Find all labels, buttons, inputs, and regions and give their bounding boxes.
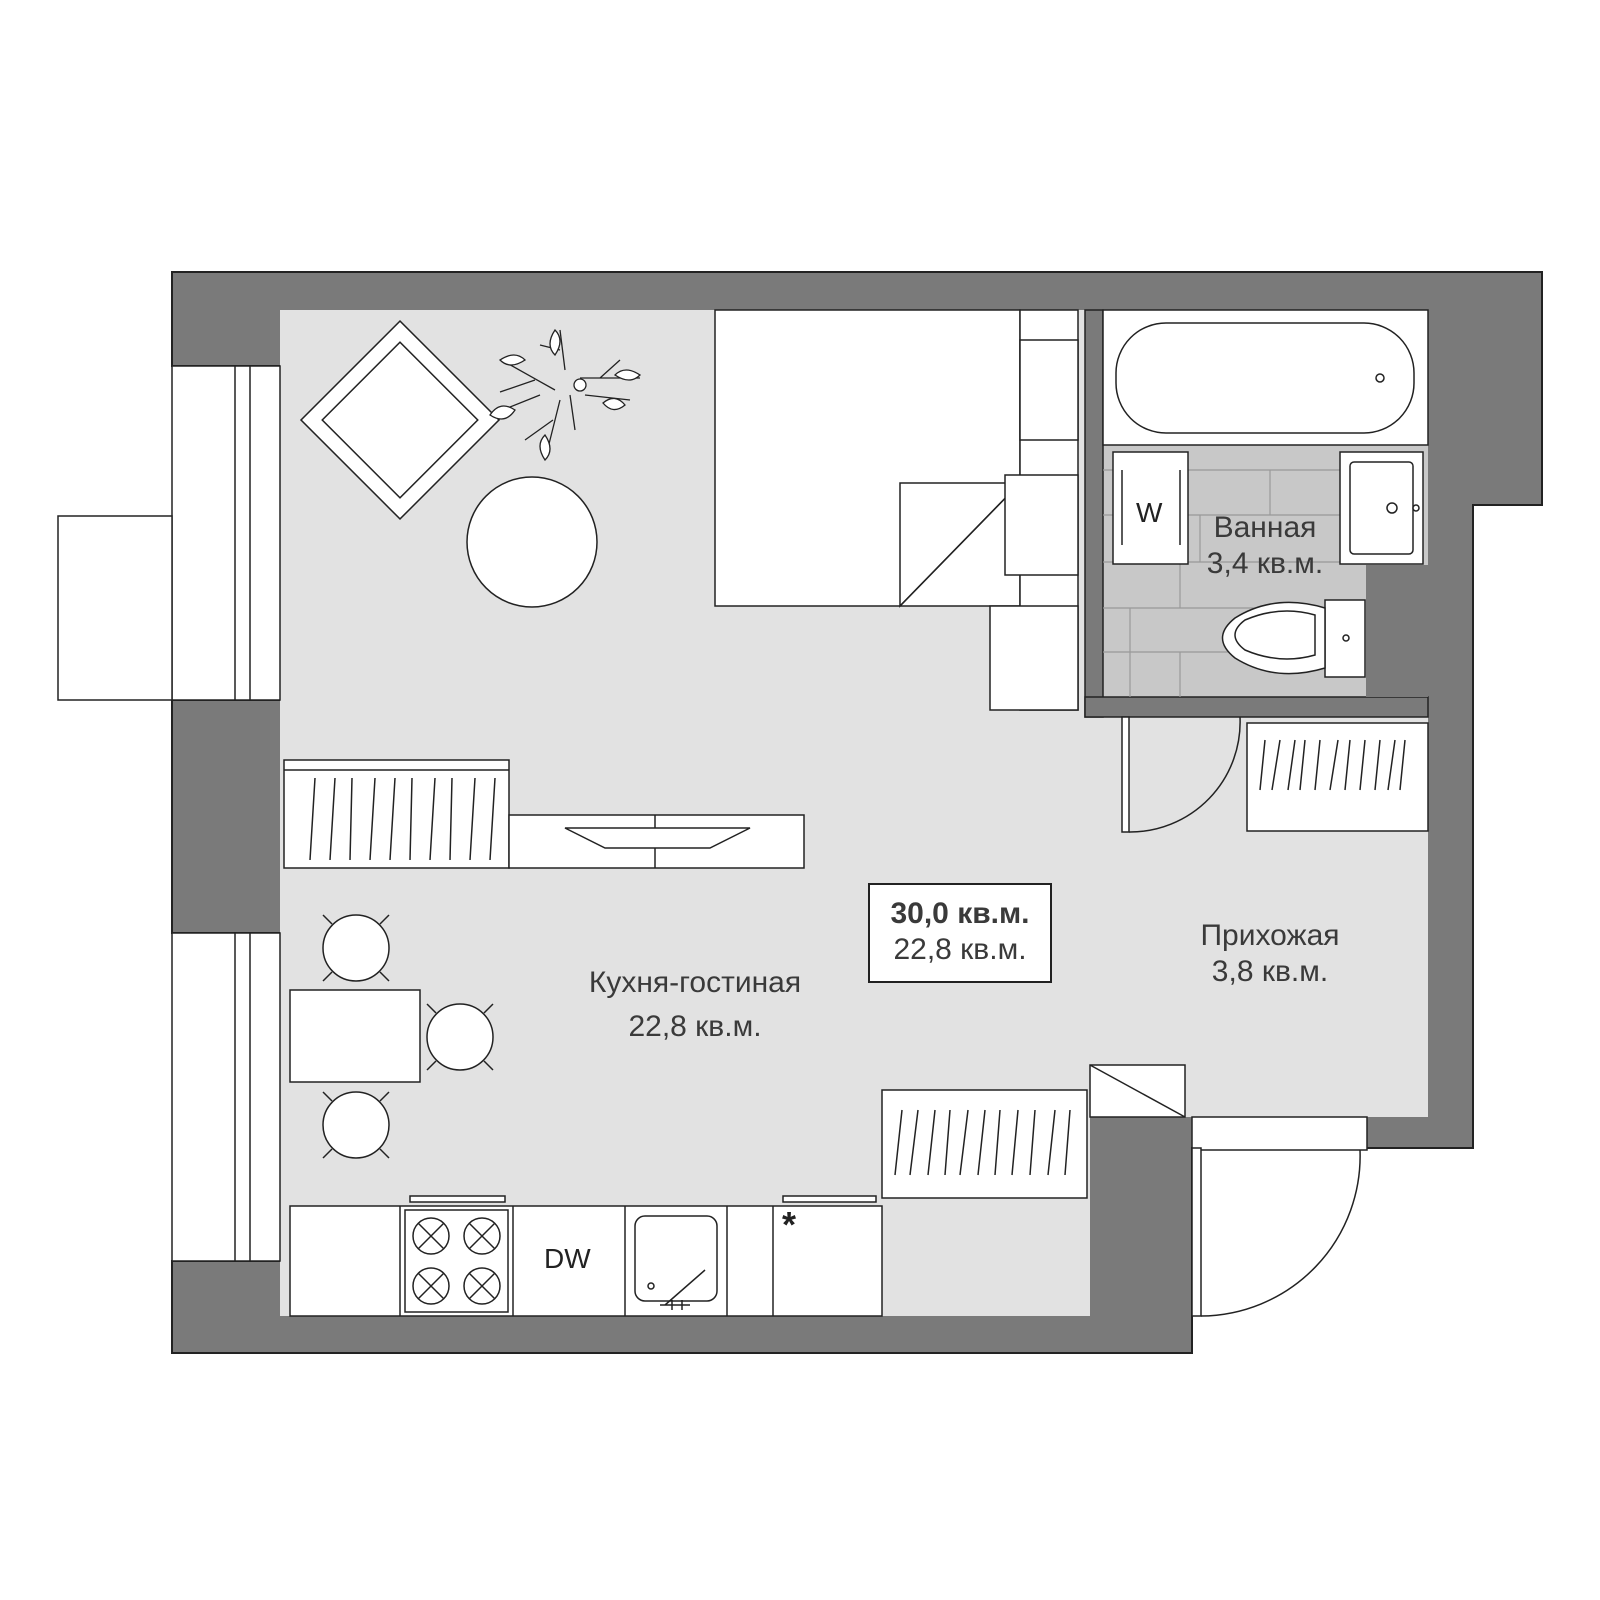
total-area-box: 30,0 кв.м. 22,8 кв.м. — [868, 883, 1052, 983]
round-table — [466, 476, 598, 608]
room-label-bathroom: Ванная 3,4 кв.м. — [1190, 510, 1340, 582]
sink-bath — [1339, 451, 1424, 565]
room-name: Кухня-гостиная — [588, 966, 802, 999]
room-area: 3,8 кв.м. — [1211, 955, 1329, 988]
tv-stand — [508, 814, 805, 869]
balcony — [57, 515, 173, 701]
room-label-hall: Прихожая 3,8 кв.м. — [1170, 918, 1370, 990]
bathtub — [1102, 309, 1429, 446]
cooktop — [404, 1209, 509, 1313]
window-lower — [171, 932, 281, 1262]
washing-machine — [1112, 451, 1189, 565]
bathroom-door — [1121, 716, 1241, 833]
dining-chairs — [322, 914, 494, 1159]
living-area: 22,8 кв.м. — [893, 933, 1027, 966]
hall-cabinet — [1089, 1064, 1186, 1118]
kitchen-counter — [289, 1195, 883, 1317]
entry-door — [1191, 1147, 1361, 1317]
bed — [714, 309, 1022, 608]
room-label-living: Кухня-гостиная 22,8 кв.м. — [560, 965, 830, 1045]
room-name: Ванная — [1213, 511, 1317, 544]
plant — [489, 328, 642, 462]
washer-label: W — [1136, 497, 1163, 528]
dishwasher-label: DW — [544, 1243, 591, 1274]
wardrobe — [989, 309, 1079, 711]
bathroom-wall-left — [1084, 309, 1104, 718]
room-area: 3,4 кв.м. — [1206, 547, 1324, 580]
armchair — [299, 319, 501, 521]
shelf-unit — [283, 759, 510, 869]
kitchen-sink — [634, 1215, 718, 1310]
entry-opening — [1191, 1116, 1368, 1151]
room-name: Прихожая — [1200, 919, 1340, 952]
total-area: 30,0 кв.м. — [890, 897, 1030, 930]
fridge-label: * — [782, 1204, 797, 1245]
window-upper — [171, 365, 281, 701]
room-area: 22,8 кв.м. — [628, 1010, 762, 1043]
toilet — [1221, 599, 1366, 678]
bathroom-wall-inner — [1366, 565, 1428, 697]
bathroom-wall-bottom — [1084, 696, 1429, 718]
dining-table — [289, 989, 421, 1083]
hall-closet-bottom — [881, 1089, 1088, 1199]
hall-closet-top — [1246, 722, 1429, 832]
